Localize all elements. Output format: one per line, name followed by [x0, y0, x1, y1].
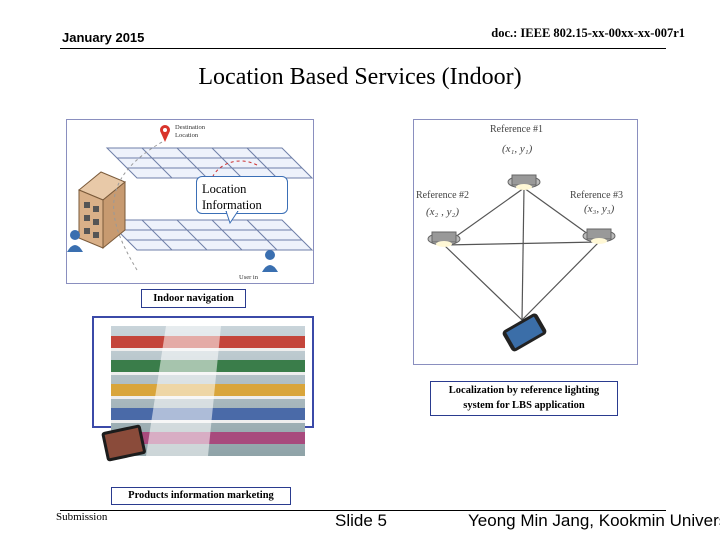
location-information-callout: Location Information [196, 176, 288, 214]
ref1-coord: (x₁, y₁) [502, 143, 533, 155]
header-divider [60, 48, 666, 49]
reference-lighting-diagram: Reference #1 (x₁, y₁) Reference #2 (x₂ ,… [416, 124, 623, 352]
ref1-label: Reference #1 [490, 124, 543, 135]
downlight-icon [582, 228, 616, 244]
header-date: January 2015 [62, 30, 145, 45]
user-icon [67, 230, 278, 272]
callout-line-1: Location [202, 182, 247, 196]
building-icon [78, 171, 126, 250]
products-marketing-caption: Products information marketing [111, 487, 291, 505]
footer-submission: Submission [56, 511, 108, 523]
callout-line-2: Information [202, 198, 262, 212]
callout-pointer [225, 211, 239, 225]
store-shelf-image [111, 326, 305, 456]
location-pin-icon [160, 125, 170, 142]
ref2-coord: (x₂ , y₂) [426, 206, 459, 218]
header-doc-id: doc.: IEEE 802.15-xx-00xx-xx-007r1 [491, 26, 685, 40]
ref3-coord: (x₃, y₃) [584, 203, 615, 215]
smartphone-icon [502, 313, 547, 352]
footer-divider [60, 510, 666, 511]
indoor-navigation-illustration: Destination Location User in [67, 124, 314, 281]
ref2-label: Reference #2 [416, 190, 469, 201]
user-label: User in [239, 274, 259, 281]
reference-lighting-panel: Reference #1 (x₁, y₁) Reference #2 (x₂ ,… [413, 119, 638, 365]
indoor-navigation-panel: Destination Location User in [66, 119, 314, 284]
indoor-navigation-caption: Indoor navigation [141, 289, 246, 308]
phone-in-store-icon [101, 424, 146, 462]
ref3-label: Reference #3 [570, 190, 623, 201]
downlight-icon [507, 174, 541, 190]
localization-caption-line-1: Localization by reference lighting [448, 385, 600, 396]
destination-label-2: Location [175, 132, 199, 139]
footer-author: Yeong Min Jang, Kookmin University [468, 511, 720, 530]
slide-title: Location Based Services (Indoor) [198, 64, 522, 90]
footer-slide-number: Slide 5 [335, 511, 387, 530]
downlight-icon [427, 231, 461, 247]
localization-caption: Localization by reference lighting syste… [430, 381, 618, 416]
destination-label-1: Destination [175, 124, 206, 131]
localization-caption-line-2: system for LBS application [463, 400, 585, 411]
